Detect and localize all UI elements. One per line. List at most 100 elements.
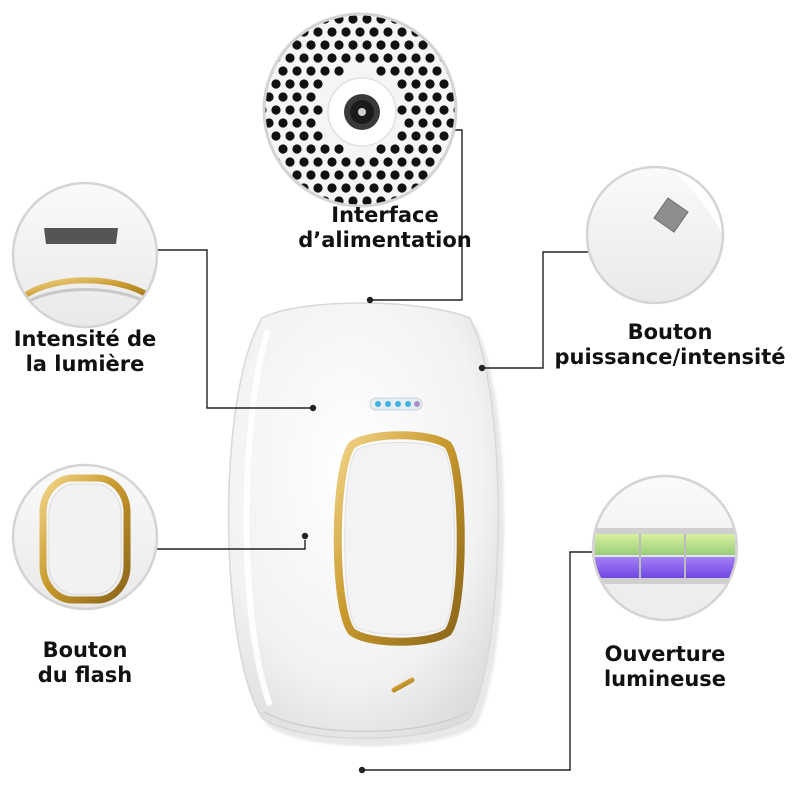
vent-hole (404, 170, 414, 180)
vent-hole (418, 144, 428, 154)
vent-hole (418, 40, 428, 50)
label-light-aperture-line2: lumineuse (603, 667, 727, 691)
vent-hole (327, 157, 337, 167)
vent-hole (285, 105, 295, 115)
vent-hole (285, 79, 295, 89)
vent-hole (327, 27, 337, 37)
vent-hole (404, 118, 414, 128)
label-power-button-line2: puissance/intensité (554, 345, 786, 369)
vent-hole (299, 79, 309, 89)
vent-hole (425, 131, 435, 141)
label-power-interface-line2: d’alimentation (298, 228, 472, 252)
vent-hole (383, 183, 393, 193)
callout-dot-power (366, 296, 374, 304)
vent-hole (397, 53, 407, 63)
vent-hole (397, 105, 407, 115)
vent-hole (404, 40, 414, 50)
ipl-device (227, 302, 505, 747)
vent-hole (299, 105, 309, 115)
vent-hole (355, 157, 365, 167)
vent-hole (327, 183, 337, 193)
vent-hole (369, 157, 379, 167)
vent-hole (362, 170, 372, 180)
flash-lamp-icon (593, 528, 737, 620)
gold-accent-mark (391, 677, 415, 693)
vent-hole (299, 157, 309, 167)
vent-hole (369, 27, 379, 37)
vent-hole (313, 131, 323, 141)
detail-power-button (585, 165, 725, 305)
dc-port-icon (327, 77, 397, 147)
vent-hole (411, 131, 421, 141)
vent-hole (425, 53, 435, 63)
vent-hole (439, 105, 449, 115)
label-power-button-line1: Bouton (627, 320, 713, 344)
vent-hole (439, 79, 449, 89)
vent-hole (299, 131, 309, 141)
vent-hole (348, 14, 358, 24)
vent-hole (411, 157, 421, 167)
vent-hole (341, 53, 351, 63)
vent-hole (278, 92, 288, 102)
callout-dot-intensity (309, 404, 317, 412)
vent-hole (432, 92, 442, 102)
vent-hole (397, 79, 407, 89)
vent-hole (306, 66, 316, 76)
vent-hole (278, 144, 288, 154)
vent-hole (313, 157, 323, 167)
vent-hole (341, 27, 351, 37)
vent-hole (320, 66, 330, 76)
vent-hole (425, 157, 435, 167)
vent-hole (362, 14, 372, 24)
vent-hole (376, 170, 386, 180)
vent-hole (334, 170, 344, 180)
vent-hole (292, 170, 302, 180)
vent-hole (292, 144, 302, 154)
vent-hole (397, 157, 407, 167)
vent-hole (320, 144, 330, 154)
callout-line-light-intensity (157, 249, 313, 409)
label-power-interface-line1: Interface (331, 203, 439, 227)
vent-hole (425, 105, 435, 115)
vent-hole (432, 144, 442, 154)
detail-light-intensity (11, 181, 159, 329)
vent-hole (376, 66, 386, 76)
label-light-intensity-line2: la lumière (25, 352, 145, 376)
vent-hole (418, 170, 428, 180)
vent-hole (348, 40, 358, 50)
vent-hole (278, 66, 288, 76)
label-flash-button-line2: du flash (37, 663, 133, 687)
vent-hole (432, 118, 442, 128)
label-light-intensity-line1: Intensité de (13, 327, 157, 351)
vent-hole (404, 66, 414, 76)
vent-hole (292, 92, 302, 102)
vent-hole (355, 53, 365, 63)
vent-hole (397, 27, 407, 37)
vent-hole (348, 170, 358, 180)
vent-hole (355, 183, 365, 193)
vent-hole (383, 27, 393, 37)
vent-hole (285, 157, 295, 167)
vent-hole (313, 79, 323, 89)
callout-line-flash-button (157, 540, 306, 550)
vent-hole (390, 170, 400, 180)
label-flash-button: Bouton du flash (0, 638, 170, 688)
vent-hole (306, 118, 316, 128)
vent-hole (404, 92, 414, 102)
vent-hole (313, 105, 323, 115)
callout-line-power-button (482, 251, 590, 369)
vent-hole (390, 66, 400, 76)
vent-hole (334, 144, 344, 154)
vent-hole (411, 105, 421, 115)
label-power-button: Bouton puissance/intensité (540, 320, 800, 370)
vent-hole (418, 92, 428, 102)
vent-hole (432, 66, 442, 76)
label-light-aperture: Ouverture lumineuse (570, 642, 760, 692)
vent-hole (439, 131, 449, 141)
detail-flash-button (11, 463, 159, 611)
vent-hole (362, 40, 372, 50)
vent-hole (292, 118, 302, 128)
vent-hole (278, 118, 288, 128)
flash-button-icon[interactable] (333, 431, 465, 646)
vent-hole (313, 53, 323, 63)
